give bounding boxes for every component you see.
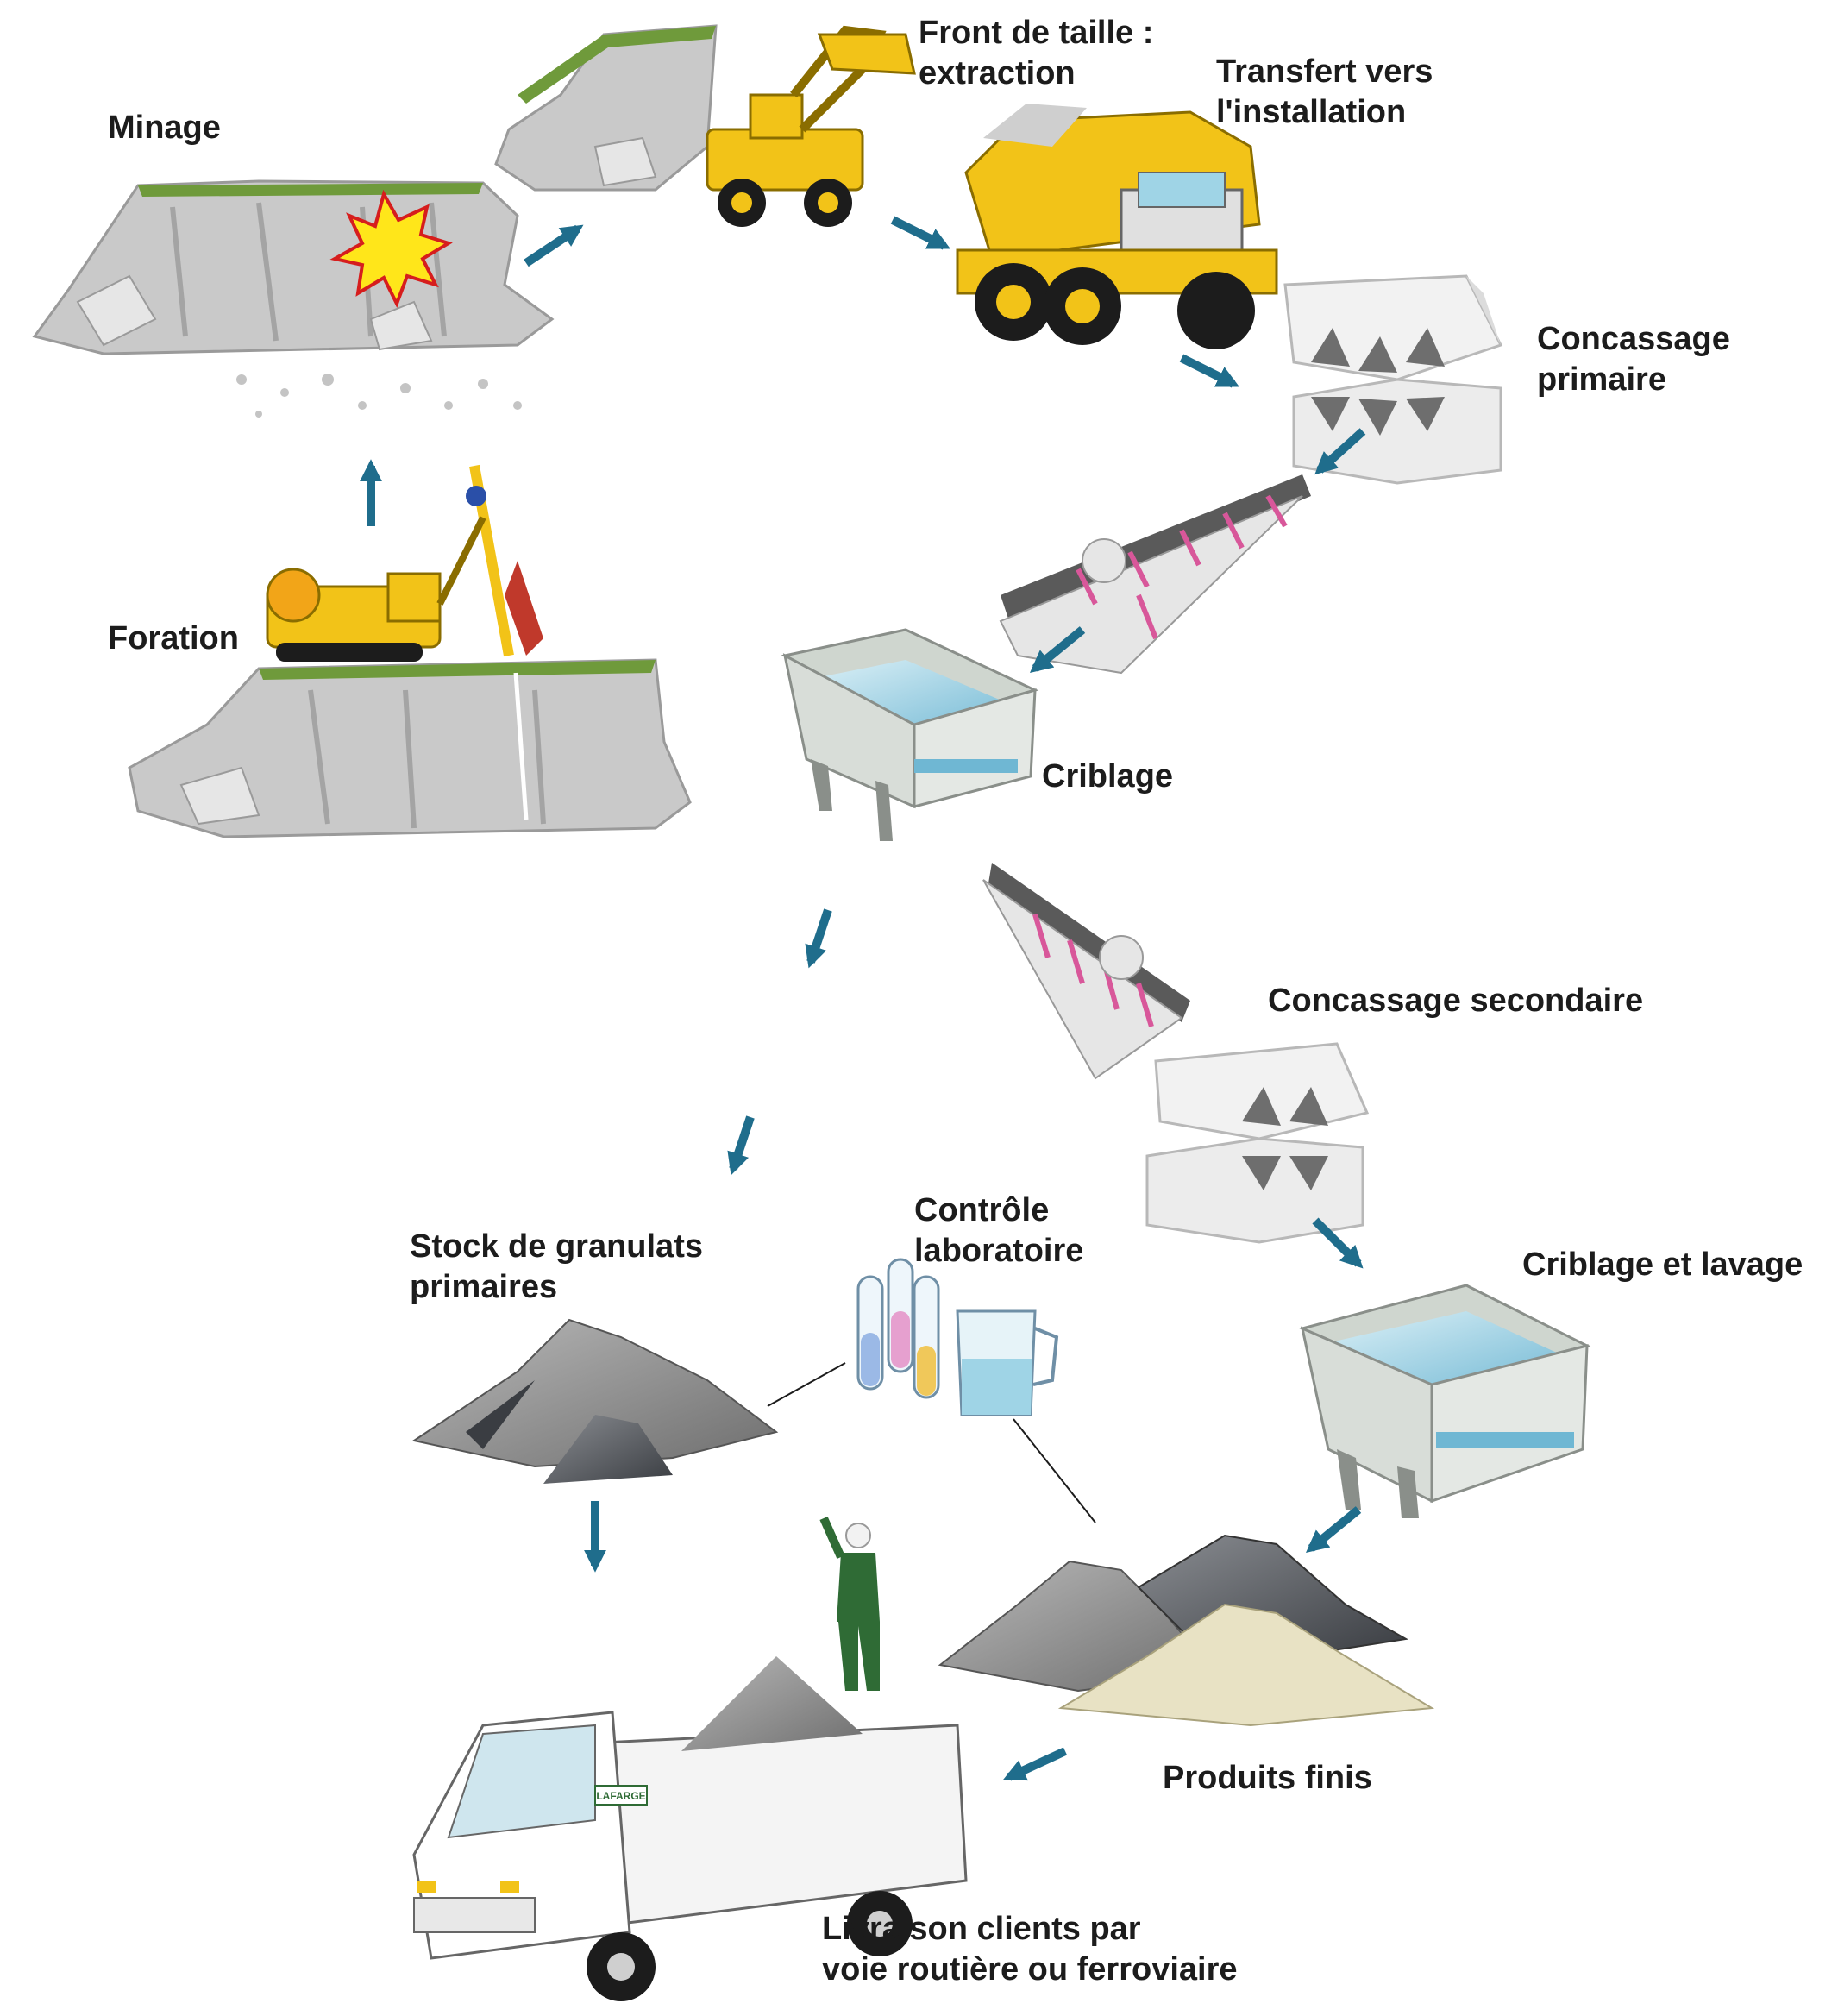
- label-stock-line1: Stock de granulats: [410, 1228, 703, 1265]
- arrow-crusher-to-criblage-lavage: [1312, 1217, 1364, 1269]
- arrow-front-to-transfert: [890, 216, 950, 250]
- label-transfert: Transfert vers l'installation: [1216, 52, 1433, 133]
- label-concassage-secondaire-text: Concassage secondaire: [1268, 983, 1644, 1019]
- label-produits-finis: Produits finis: [1163, 1758, 1372, 1799]
- label-criblage-lavage: Criblage et lavage: [1522, 1245, 1803, 1285]
- explosion-icon: [329, 189, 453, 308]
- foration-rock-block: [128, 658, 692, 838]
- lafarge-logo-text: LAFARGE: [596, 1790, 645, 1802]
- worker-icon: [819, 1516, 880, 1691]
- label-livraison-line1: Livraison clients par: [822, 1911, 1141, 1947]
- jaw-crusher-secondaire-icon: [1145, 1042, 1370, 1244]
- label-transfert-line1: Transfert vers: [1216, 53, 1433, 90]
- aggregate-pile-produits-icon: [938, 1534, 1435, 1727]
- arrow-lavage-to-produits: [1305, 1506, 1362, 1553]
- label-foration: Foration: [108, 619, 239, 659]
- test-tube-icon: [856, 1258, 940, 1399]
- label-criblage: Criblage: [1042, 757, 1173, 797]
- arrow-concassage-to-conveyor: [1314, 428, 1366, 475]
- drill-rig-icon: [266, 464, 543, 662]
- arrow-criblage-to-stock-2: [727, 1115, 755, 1176]
- label-minage: Minage: [108, 108, 221, 148]
- label-front-line1: Front de taille :: [919, 15, 1154, 51]
- label-stock-line2: primaires: [410, 1269, 558, 1305]
- arrow-produits-to-truck: [1002, 1747, 1068, 1781]
- wheel-loader-icon: [706, 25, 916, 227]
- arrow-transfert-to-concassage: [1179, 354, 1239, 388]
- delivery-truck-icon: LAFARGE: [412, 1656, 968, 2001]
- arrow-criblage-to-stock-1: [805, 908, 832, 969]
- label-controle-line1: Contrôle: [914, 1192, 1050, 1228]
- front-de-taille-rock: [494, 24, 718, 192]
- label-concassage-primaire-line1: Concassage: [1537, 321, 1730, 357]
- label-criblage-lavage-text: Criblage et lavage: [1522, 1247, 1803, 1283]
- label-concassage-secondaire: Concassage secondaire: [1268, 981, 1643, 1021]
- label-front-de-taille: Front de taille : extraction: [919, 13, 1153, 94]
- arrow-conveyor-to-criblage: [1029, 626, 1086, 673]
- dump-truck-icon: [956, 104, 1278, 349]
- label-transfert-line2: l'installation: [1216, 94, 1407, 130]
- arrow-minage-to-front: [524, 224, 584, 267]
- label-controle-laboratoire: Contrôle laboratoire: [914, 1190, 1083, 1272]
- flow-arrows: [360, 216, 1366, 1781]
- label-foration-text: Foration: [108, 620, 239, 656]
- label-concassage-primaire-line2: primaire: [1537, 361, 1666, 398]
- conveyor-primaire-icon: [999, 474, 1311, 675]
- jaw-crusher-primaire-icon: [1283, 274, 1503, 485]
- lab-connector-lines: [767, 1362, 1096, 1523]
- aggregate-pile-stock-icon: [411, 1318, 779, 1484]
- minage-rock-block: [32, 179, 555, 418]
- label-front-line2: extraction: [919, 55, 1076, 91]
- label-stock: Stock de granulats primaires: [410, 1227, 703, 1308]
- beaker-icon: [956, 1309, 1059, 1416]
- label-criblage-text: Criblage: [1042, 758, 1174, 794]
- label-livraison-line2: voie routière ou ferroviaire: [822, 1951, 1238, 1988]
- screen-criblage-icon: [781, 628, 1039, 841]
- screen-criblage-lavage-icon: [1298, 1284, 1591, 1518]
- label-controle-line2: laboratoire: [914, 1233, 1084, 1269]
- label-produits-finis-text: Produits finis: [1163, 1760, 1372, 1796]
- label-concassage-primaire: Concassage primaire: [1537, 319, 1730, 400]
- label-minage-text: Minage: [108, 110, 221, 146]
- label-livraison: Livraison clients par voie routière ou f…: [822, 1909, 1238, 1990]
- conveyor-secondaire-icon: [982, 863, 1190, 1080]
